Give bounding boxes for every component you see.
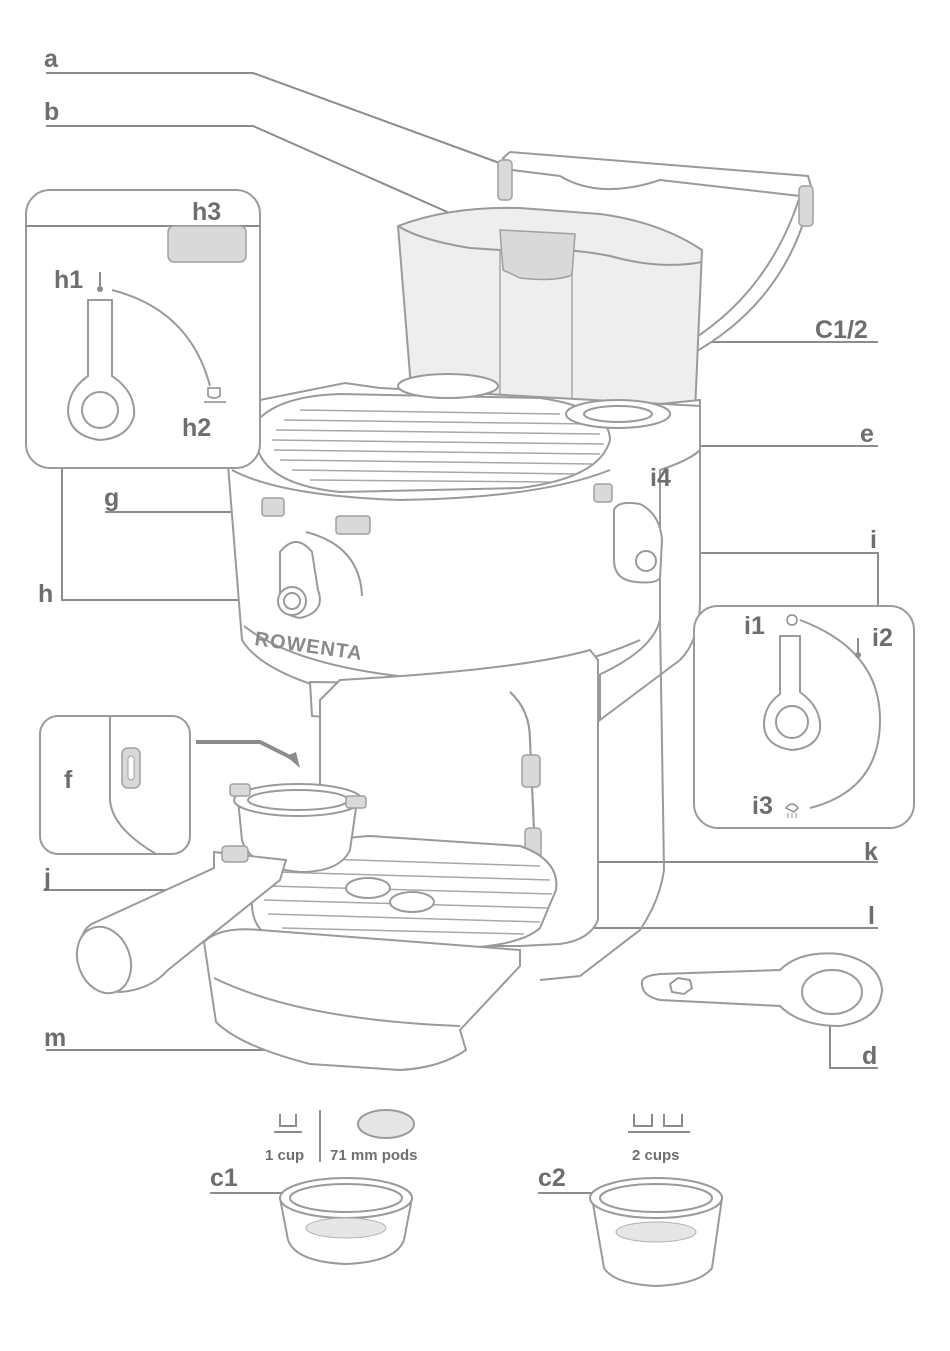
label-l: l	[868, 902, 875, 930]
label-k: k	[864, 838, 878, 866]
label-c12: C1/2	[815, 316, 868, 344]
label-pods: 71 mm pods	[330, 1147, 418, 1164]
label-h1: h1	[54, 266, 83, 294]
label-i2: i2	[872, 624, 893, 652]
label-i: i	[870, 526, 877, 554]
label-d: d	[862, 1042, 877, 1070]
label-i4: i4	[650, 464, 671, 492]
label-c2: c2	[538, 1164, 566, 1192]
label-j: j	[43, 864, 51, 892]
label-2-cups: 2 cups	[632, 1147, 680, 1164]
label-g: g	[104, 484, 119, 512]
cup-icon	[274, 1114, 302, 1132]
label-m: m	[44, 1024, 66, 1052]
label-h: h	[38, 580, 53, 608]
two-cups-icon	[628, 1114, 690, 1132]
panel-h	[26, 190, 260, 468]
label-c1: c1	[210, 1164, 238, 1192]
label-f: f	[64, 766, 73, 794]
label-h2: h2	[182, 414, 211, 442]
label-1-cup: 1 cup	[265, 1147, 304, 1164]
label-e: e	[860, 420, 874, 448]
label-i1: i1	[744, 612, 765, 640]
label-h3: h3	[192, 198, 221, 226]
label-i3: i3	[752, 792, 773, 820]
filter-c1	[280, 1178, 412, 1264]
filter-c2	[590, 1178, 722, 1286]
label-b: b	[44, 98, 59, 126]
pod-icon	[358, 1110, 414, 1138]
label-a: a	[44, 45, 59, 73]
measuring-spoon	[642, 953, 882, 1026]
